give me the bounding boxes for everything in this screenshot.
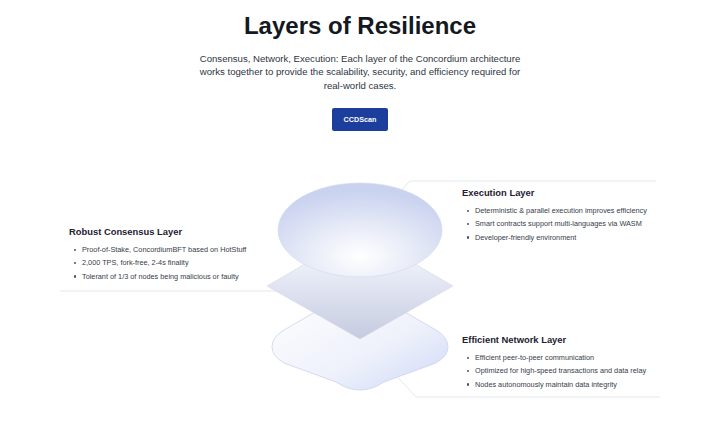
bullet-item: Developer-friendly environment: [462, 231, 647, 244]
bullet-item: Tolerant of 1/3 of nodes being malicious…: [69, 270, 246, 283]
bullet-item: 2,000 TPS, fork-free, 2-4s finality: [69, 256, 246, 269]
button-label: CCDScan: [344, 115, 377, 124]
scan-button: CCDScan: [332, 108, 388, 131]
subtitle-text: Consensus, Network, Execution: Each laye…: [195, 52, 525, 92]
layer-panel: Robust Consensus LayerProof-of-Stake, Co…: [69, 226, 246, 283]
bullet-item: Nodes autonomously maintain data integri…: [462, 378, 646, 391]
bullet-item: Deterministic & parallel execution impro…: [462, 204, 647, 217]
bullet-item: Efficient peer-to-peer communication: [462, 351, 646, 364]
page-title: Layers of Resilience: [244, 12, 476, 40]
bullet-item: Optimized for high-speed transactions an…: [462, 364, 646, 377]
layer-panel: Efficient Network LayerEfficient peer-to…: [462, 334, 646, 391]
layer-heading: Execution Layer: [462, 187, 647, 198]
layer-heading: Efficient Network Layer: [462, 334, 646, 345]
bullet-item: Smart contracts support multi-languages …: [462, 217, 647, 230]
bullet-item: Proof-of-Stake, ConcordiumBFT based on H…: [69, 243, 246, 256]
layer-panel: Execution LayerDeterministic & parallel …: [462, 187, 647, 244]
layer-heading: Robust Consensus Layer: [69, 226, 246, 237]
execution-disc: [278, 183, 442, 277]
